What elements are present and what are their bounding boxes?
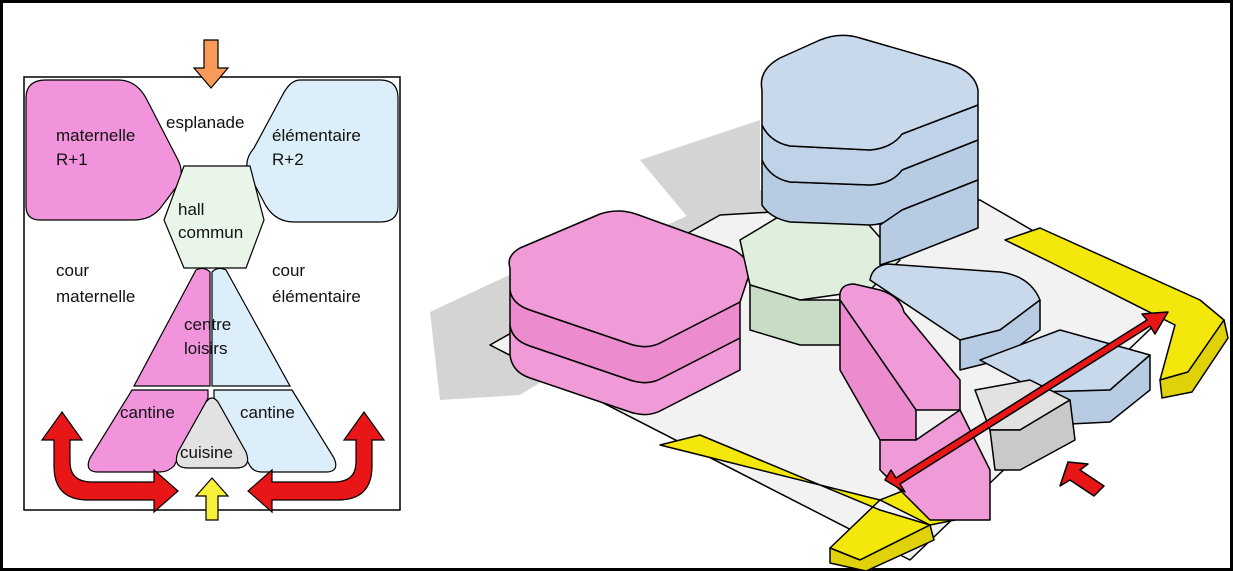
elementaire-wing-1-side [959, 299, 1041, 371]
centre-loisirs-pink-roof [839, 283, 961, 411]
red-entry-arrow-icon [1059, 461, 1105, 497]
label-cuisine: cuisine [180, 443, 233, 462]
cuisine-wall [989, 399, 1076, 471]
centre-loisirs-right [211, 267, 292, 387]
label-cour-elementaire-1: cour [272, 261, 305, 280]
tower-lower-wing [879, 179, 979, 266]
label-loisirs: loisirs [184, 339, 227, 358]
hall-commun [163, 165, 265, 269]
shadow-2 [640, 120, 760, 220]
yellow-wall-bottom-side [829, 524, 935, 571]
label-maternelle-level: R+1 [56, 150, 88, 169]
red-circulation-arrow-icon [884, 311, 1169, 493]
red-flow-arrow-right-icon [247, 410, 386, 514]
label-hall: hall [178, 200, 204, 219]
yellow-entry-arrow-icon [194, 477, 230, 521]
label-cour-maternelle-1: cour [56, 261, 89, 280]
cuisine-block [175, 397, 249, 469]
label-cantine-right: cantine [240, 403, 295, 422]
maternelle-block [25, 79, 182, 221]
centre-loisirs-left [132, 267, 211, 387]
label-commun-text: commun [178, 223, 243, 242]
label-centre: centre [184, 315, 231, 334]
plan-diagram: esplanade maternelle R+1 élémentaire R+2… [23, 39, 401, 521]
label-cour-maternelle-2: maternelle [56, 287, 135, 306]
elementaire-block [246, 79, 399, 223]
label-elementaire: élémentaire [272, 126, 361, 145]
red-flow-arrow-left-icon [40, 410, 179, 514]
label-cantine-left: cantine [120, 403, 175, 422]
label-maternelle: maternelle [56, 126, 135, 145]
label-cour-elementaire-2: élémentaire [272, 287, 361, 306]
tower-roof [760, 34, 979, 151]
orange-entry-arrow-icon [192, 39, 230, 89]
yellow-wall-right-side [1159, 319, 1229, 399]
isometric-view [430, 34, 1229, 571]
label-esplanade: esplanade [166, 113, 244, 132]
label-elementaire-level: R+2 [272, 150, 304, 169]
